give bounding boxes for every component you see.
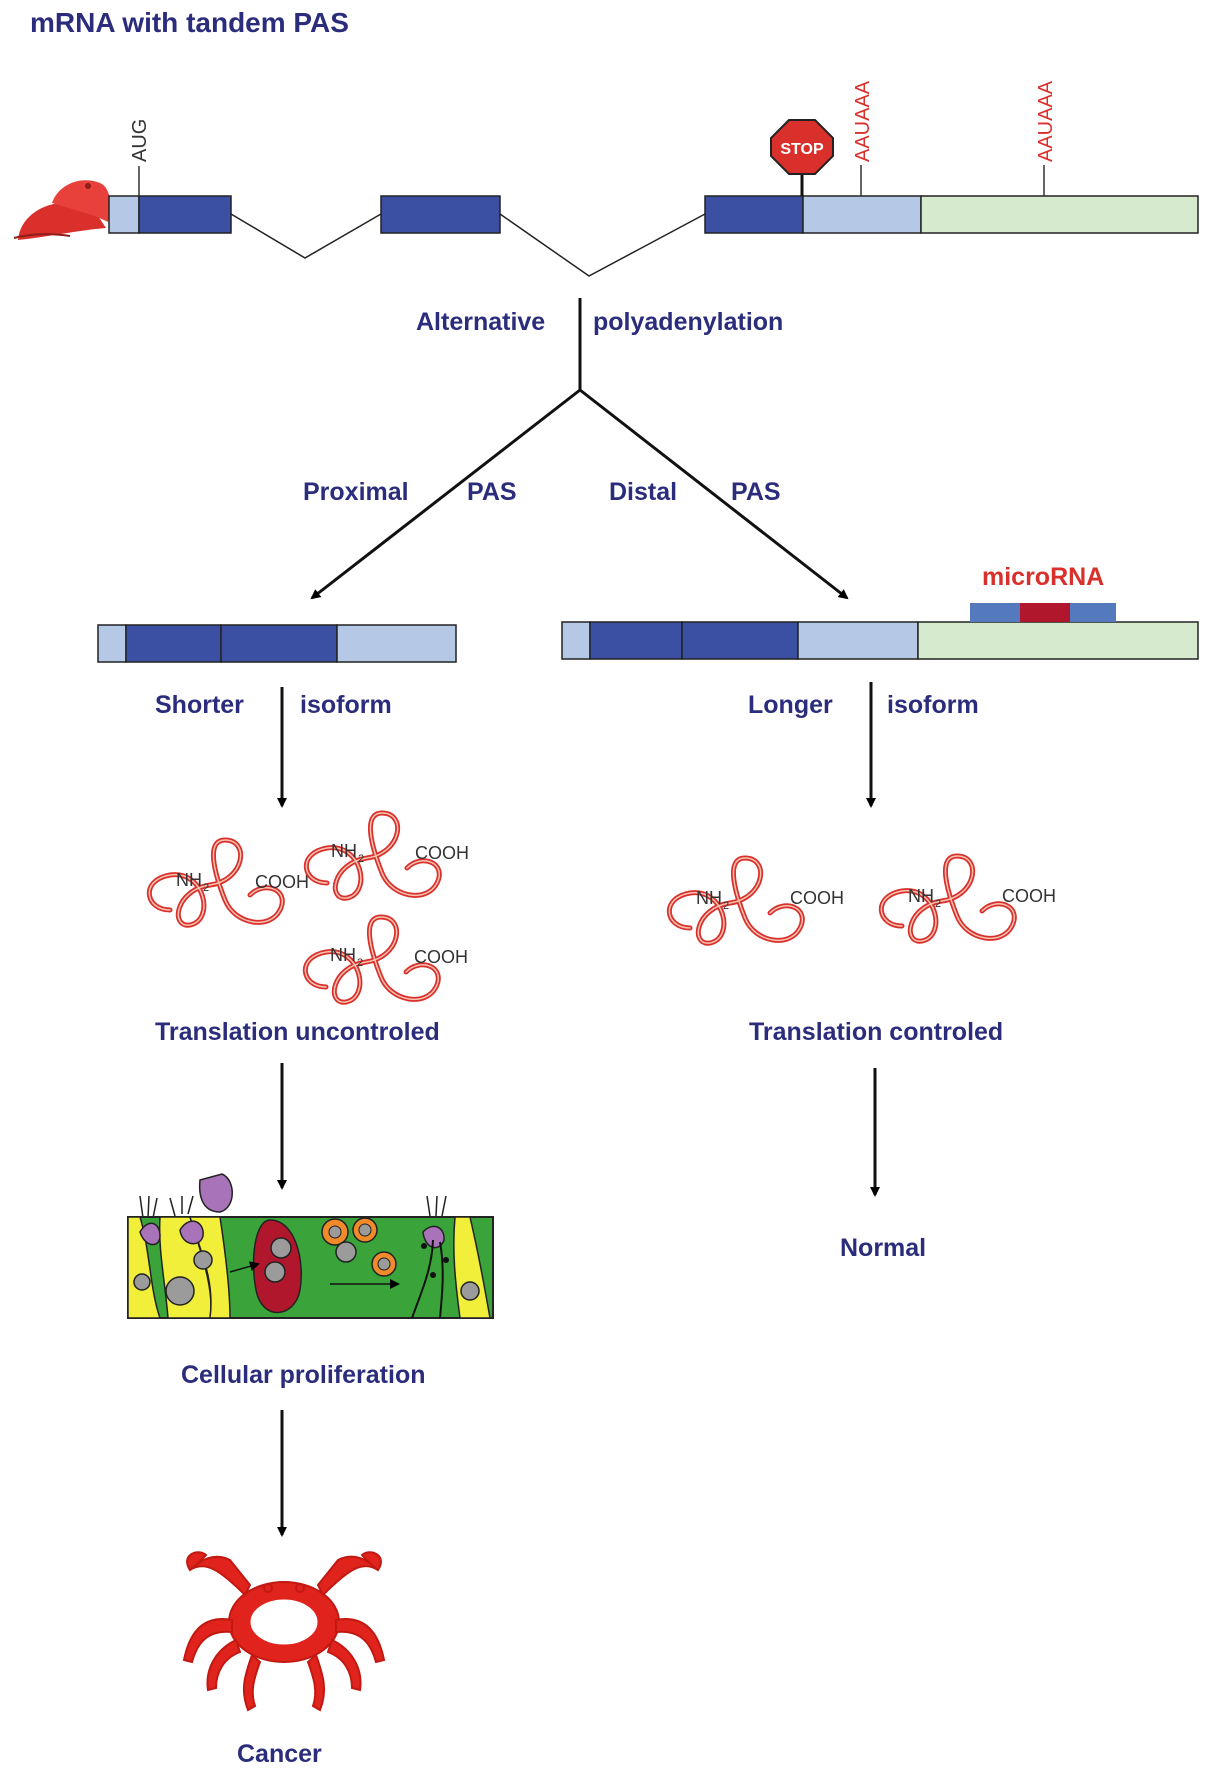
normal-label: Normal [840,1234,926,1262]
svg-text:2: 2 [723,900,729,912]
svg-text:COOH: COOH [415,843,469,863]
stop-label: STOP [780,141,824,158]
svg-text:2: 2 [935,898,941,910]
exon-1 [138,195,232,234]
svg-text:NH: NH [331,841,357,861]
shorter-isoform-label: isoform [300,691,392,719]
distal-label: Distal [609,478,677,506]
svg-text:2: 2 [357,957,363,969]
5utr-segment [108,195,140,234]
cap-icon [13,180,111,240]
svg-text:COOH: COOH [255,872,309,892]
apa-label-left: Alternative [416,308,545,336]
protein-icon: NH 2 COOH [305,917,468,1002]
microrna-bar [970,603,1116,622]
translation-uncontrolled-label: Translation uncontroled [155,1018,440,1046]
longer-isoform-mrna [561,621,1199,660]
svg-text:NH: NH [330,945,356,965]
svg-text:NH: NH [696,888,722,908]
protein-icon: NH 2 COOH [306,813,469,898]
shorter-isoform-mrna [97,624,457,663]
stop-sign-icon: STOP [770,119,834,175]
svg-text:COOH: COOH [1002,886,1056,906]
distal-pas-label: PAS [731,478,781,506]
crab-icon [182,1551,386,1712]
intron-1 [230,213,382,259]
svg-text:NH: NH [908,886,934,906]
svg-text:COOH: COOH [790,888,844,908]
translation-controlled-label: Translation controled [749,1018,1003,1046]
pas-proximal-label: AAUAAA [852,80,874,162]
longer-label: Longer [748,691,833,719]
longer-isoform-label: isoform [887,691,979,719]
aug-label: AUG [129,119,151,162]
cancer-label: Cancer [237,1740,322,1768]
svg-text:2: 2 [358,853,364,865]
3utr-proximal [802,195,922,234]
protein-icon: NH 2 COOH [669,858,844,943]
intron-2 [499,213,706,277]
tissue-icon [127,1173,494,1319]
shorter-label: Shorter [155,691,244,719]
exon-2 [380,195,501,234]
proliferation-label: Cellular proliferation [181,1361,425,1389]
protein-icon: NH 2 COOH [881,856,1056,941]
diagram-title: mRNA with tandem PAS [30,7,349,38]
apa-label-right: polyadenylation [593,308,783,336]
svg-text:2: 2 [203,882,209,894]
proximal-pas-label: PAS [467,478,517,506]
proximal-label: Proximal [303,478,409,506]
svg-text:NH: NH [176,870,202,890]
pas-distal-label: AAUAAA [1035,80,1057,162]
microrna-label: microRNA [982,563,1104,591]
exon-3 [704,195,804,234]
3utr-distal [920,195,1199,234]
svg-text:COOH: COOH [414,947,468,967]
protein-icon: NH 2 COOH [149,840,309,925]
